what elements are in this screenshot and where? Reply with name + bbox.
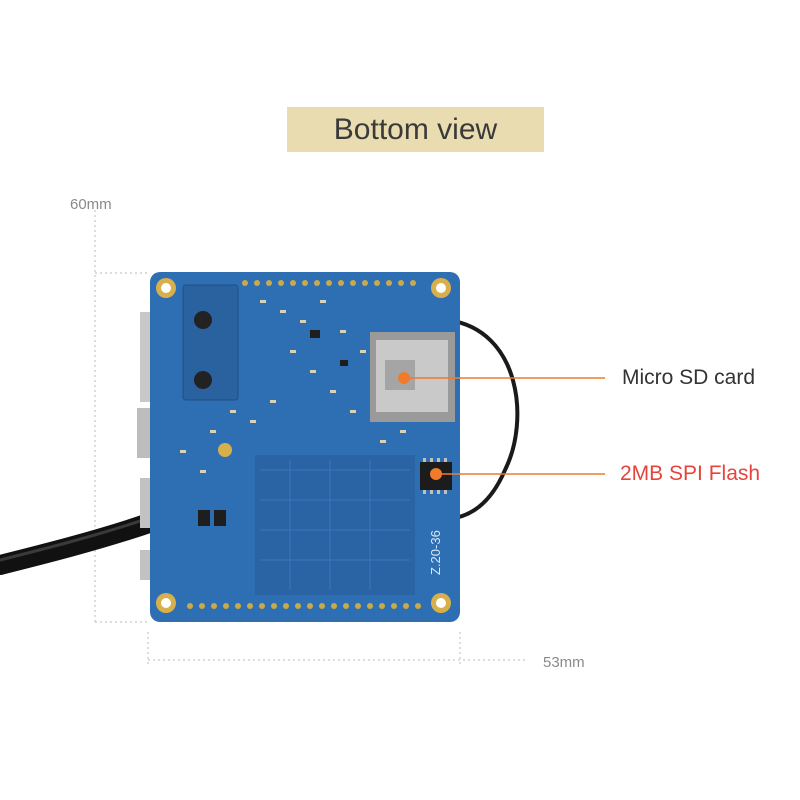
- width-dimension-label: 53mm: [543, 654, 585, 671]
- callout-spi-flash: 2MB SPI Flash: [620, 462, 761, 485]
- height-dimension-label: 60mm: [70, 196, 112, 213]
- mounting-holes: [156, 278, 451, 613]
- gpio-pins: [187, 603, 421, 609]
- dimension-lines: [94, 210, 525, 665]
- title-text: Bottom view: [333, 112, 498, 146]
- title-banner: Bottom view: [287, 107, 544, 152]
- callout-pointers: [398, 372, 605, 480]
- callout-micro-sd: Micro SD card: [622, 366, 756, 389]
- micro-sd-slot: [370, 332, 455, 422]
- power-cable: [0, 512, 162, 575]
- antenna-cable: [447, 318, 520, 520]
- board-silkscreen: Z.20-36: [428, 530, 443, 575]
